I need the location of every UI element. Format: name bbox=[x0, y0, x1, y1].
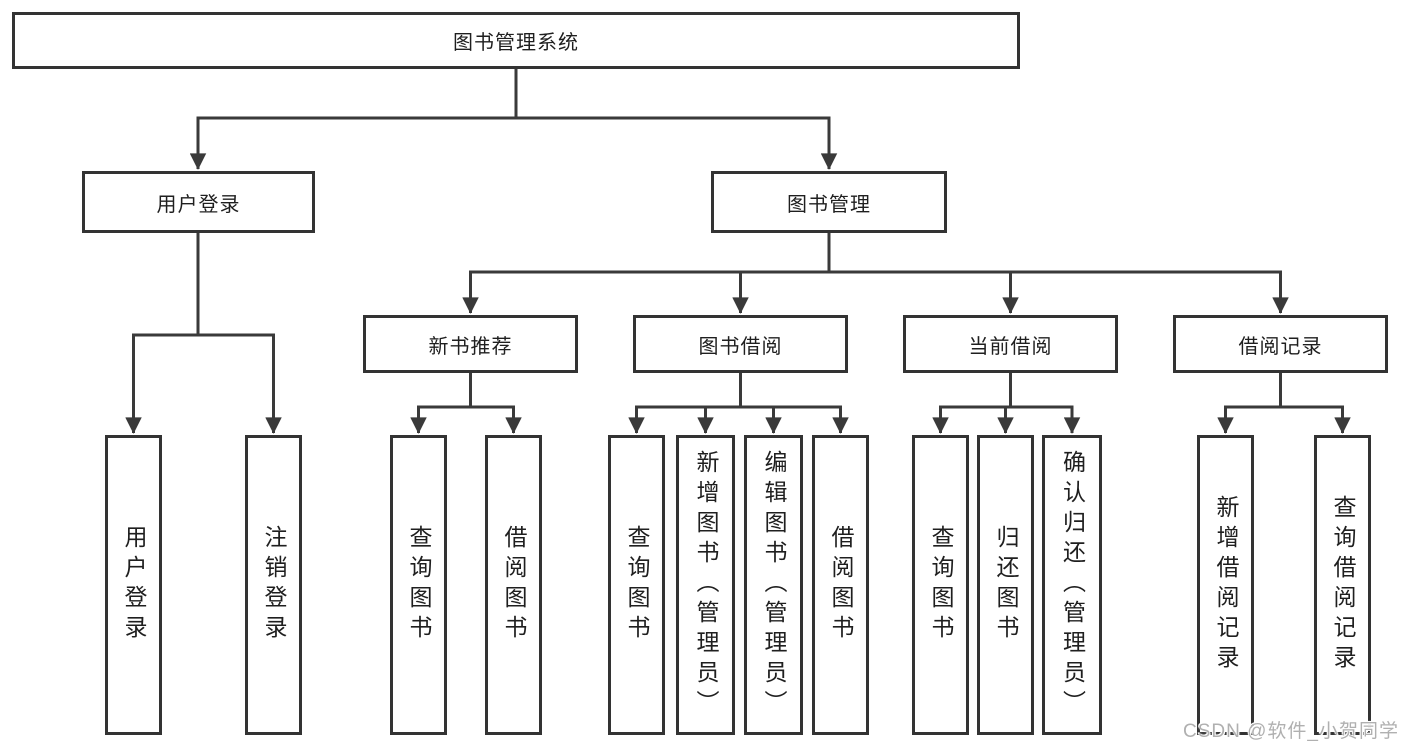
connector-trunks bbox=[132, 68, 1344, 409]
node-user-login: 用户登录 bbox=[82, 171, 315, 233]
node-book-management: 图书管理 bbox=[711, 171, 947, 233]
leaf-edit-books-admin-label: 编辑图书（管理员） bbox=[761, 450, 787, 720]
leaf-query-books-borrowing-label: 查询图书 bbox=[624, 525, 650, 645]
leaf-query-borrow-record: 查询借阅记录 bbox=[1314, 435, 1371, 735]
leaf-logout: 注销登录 bbox=[245, 435, 302, 735]
node-book-borrowing: 图书借阅 bbox=[633, 315, 848, 373]
node-new-book-recommendation: 新书推荐 bbox=[363, 315, 578, 373]
node-current-borrowing: 当前借阅 bbox=[903, 315, 1118, 373]
leaf-return-books: 归还图书 bbox=[977, 435, 1034, 735]
leaf-borrow-books-borrowing: 借阅图书 bbox=[812, 435, 869, 735]
leaf-add-borrow-record-label: 新增借阅记录 bbox=[1213, 495, 1239, 675]
leaf-confirm-return-admin-label: 确认归还（管理员） bbox=[1059, 450, 1086, 720]
leaf-add-borrow-record: 新增借阅记录 bbox=[1197, 435, 1254, 735]
leaf-logout-label: 注销登录 bbox=[261, 525, 287, 645]
leaf-confirm-return-admin: 确认归还（管理员） bbox=[1042, 435, 1102, 735]
leaf-add-books-admin: 新增图书（管理员） bbox=[676, 435, 735, 735]
leaf-borrow-books-borrowing-label: 借阅图书 bbox=[828, 525, 854, 645]
leaf-borrow-books-recommend: 借阅图书 bbox=[485, 435, 542, 735]
leaf-return-books-label: 归还图书 bbox=[993, 525, 1019, 645]
leaf-query-books-recommend-label: 查询图书 bbox=[406, 525, 432, 645]
leaf-add-books-admin-label: 新增图书（管理员） bbox=[693, 450, 719, 720]
leaf-user-login-label: 用户登录 bbox=[121, 525, 147, 645]
leaf-query-books-current-label: 查询图书 bbox=[928, 525, 954, 645]
leaf-edit-books-admin: 编辑图书（管理员） bbox=[744, 435, 803, 735]
node-borrowing-records: 借阅记录 bbox=[1173, 315, 1388, 373]
leaf-query-books-current: 查询图书 bbox=[912, 435, 969, 735]
leaf-query-books-recommend: 查询图书 bbox=[390, 435, 447, 735]
leaf-query-borrow-record-label: 查询借阅记录 bbox=[1330, 495, 1356, 675]
watermark: CSDN @软件_小贺同学 bbox=[1183, 721, 1399, 742]
leaf-borrow-books-recommend-label: 借阅图书 bbox=[501, 525, 527, 645]
leaf-user-login: 用户登录 bbox=[105, 435, 162, 735]
node-system-root: 图书管理系统 bbox=[12, 12, 1020, 69]
leaf-query-books-borrowing: 查询图书 bbox=[608, 435, 665, 735]
